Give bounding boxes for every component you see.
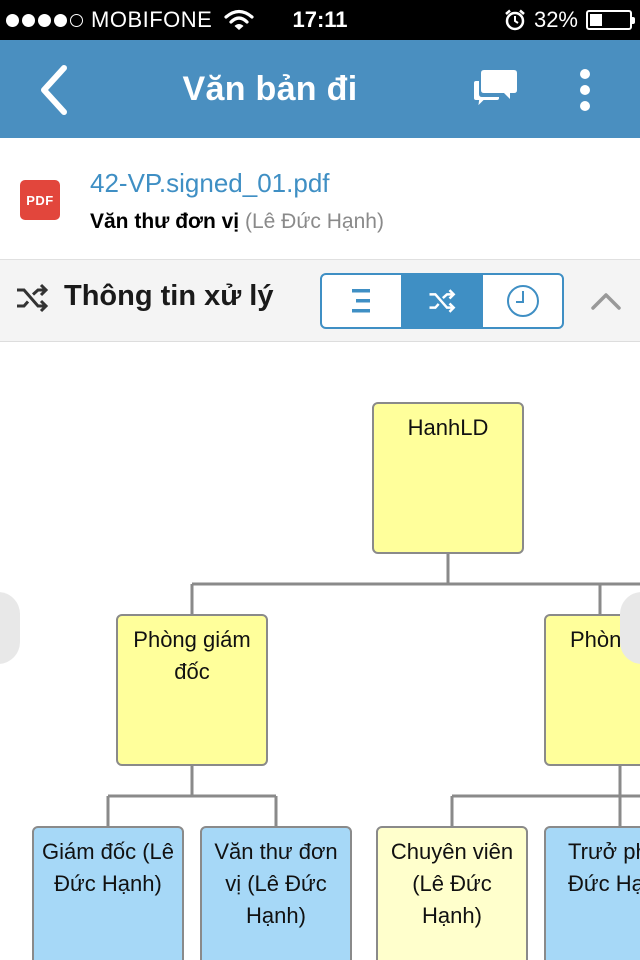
list-view-button[interactable] xyxy=(322,275,403,327)
diagram-node-person[interactable]: Chuyên viên (Lê Đức Hạnh) xyxy=(376,826,528,960)
battery-percent: 32% xyxy=(533,7,578,32)
clock-icon xyxy=(506,285,539,317)
node-label: Chuyên viên (Lê Đức Hạnh) xyxy=(390,839,514,928)
diagram-node-person[interactable]: Giám đốc (Lê Đức Hạnh) xyxy=(32,826,184,960)
section-title: Thông tin xử lý xyxy=(64,280,274,312)
diagram-node-person[interactable]: Trưở phòng Đức Hạ xyxy=(544,826,640,960)
collapse-button[interactable] xyxy=(588,286,624,316)
processing-flow-diagram: HanhLD Phòng giám đốc Phòng thuậ Giám đố… xyxy=(0,342,640,960)
history-view-button[interactable] xyxy=(483,275,562,327)
wifi-icon xyxy=(224,9,254,30)
chat-button[interactable] xyxy=(470,66,520,114)
pdf-file-icon: PDF xyxy=(20,180,60,220)
node-label: Giám đốc (Lê Đức Hạnh) xyxy=(41,839,175,896)
node-label: Văn thư đơn vị (Lê Đức Hạnh) xyxy=(214,839,338,928)
chat-bubbles-icon xyxy=(472,70,517,111)
status-left: MOBIFONE xyxy=(6,7,254,33)
node-label: Phòng giám đốc xyxy=(133,627,251,684)
navbar: Văn bản đi xyxy=(0,40,640,138)
page-title: Văn bản đi xyxy=(182,70,358,108)
alarm-icon xyxy=(505,9,525,31)
processing-info-header: Thông tin xử lý xyxy=(0,260,640,342)
node-label: Trưở phòng Đức Hạ xyxy=(568,839,640,896)
scroll-right-handle[interactable] xyxy=(620,592,640,664)
flow-view-button[interactable] xyxy=(402,275,484,327)
back-button[interactable] xyxy=(30,62,80,118)
shuffle-icon xyxy=(17,283,49,313)
diagram-node-root[interactable]: HanhLD xyxy=(372,402,524,554)
status-right: 32% xyxy=(504,7,635,33)
diagram-node-unit[interactable]: Phòng giám đốc xyxy=(116,614,268,766)
list-icon xyxy=(352,289,371,313)
more-button[interactable] xyxy=(570,68,600,112)
signer-name: (Lê Đức Hạnh) xyxy=(245,210,384,233)
node-label: HanhLD xyxy=(407,415,489,440)
attachment-signer: Văn thư đơn vị (Lê Đức Hạnh) xyxy=(90,210,384,234)
diagram-connectors xyxy=(106,552,640,826)
battery-icon xyxy=(586,10,635,30)
carrier-name: MOBIFONE xyxy=(91,7,213,32)
status-time: 17:11 xyxy=(292,7,348,32)
attachment-row[interactable]: PDF 42-VP.signed_01.pdf Văn thư đơn vị (… xyxy=(0,138,640,260)
attachment-link[interactable]: 42-VP.signed_01.pdf xyxy=(90,168,330,198)
chevron-left-icon xyxy=(41,65,67,115)
more-vertical-icon xyxy=(580,69,590,111)
battery-fill xyxy=(590,14,603,26)
signer-role: Văn thư đơn vị xyxy=(90,210,240,233)
diagram-node-person[interactable]: Văn thư đơn vị (Lê Đức Hạnh) xyxy=(200,826,352,960)
chevron-up-icon xyxy=(591,293,621,310)
status-bar: MOBIFONE 17:11 32% xyxy=(0,0,640,40)
scroll-left-handle[interactable] xyxy=(0,592,20,664)
shuffle-icon xyxy=(429,289,456,313)
view-mode-switcher xyxy=(320,273,564,329)
signal-icon xyxy=(6,13,83,27)
